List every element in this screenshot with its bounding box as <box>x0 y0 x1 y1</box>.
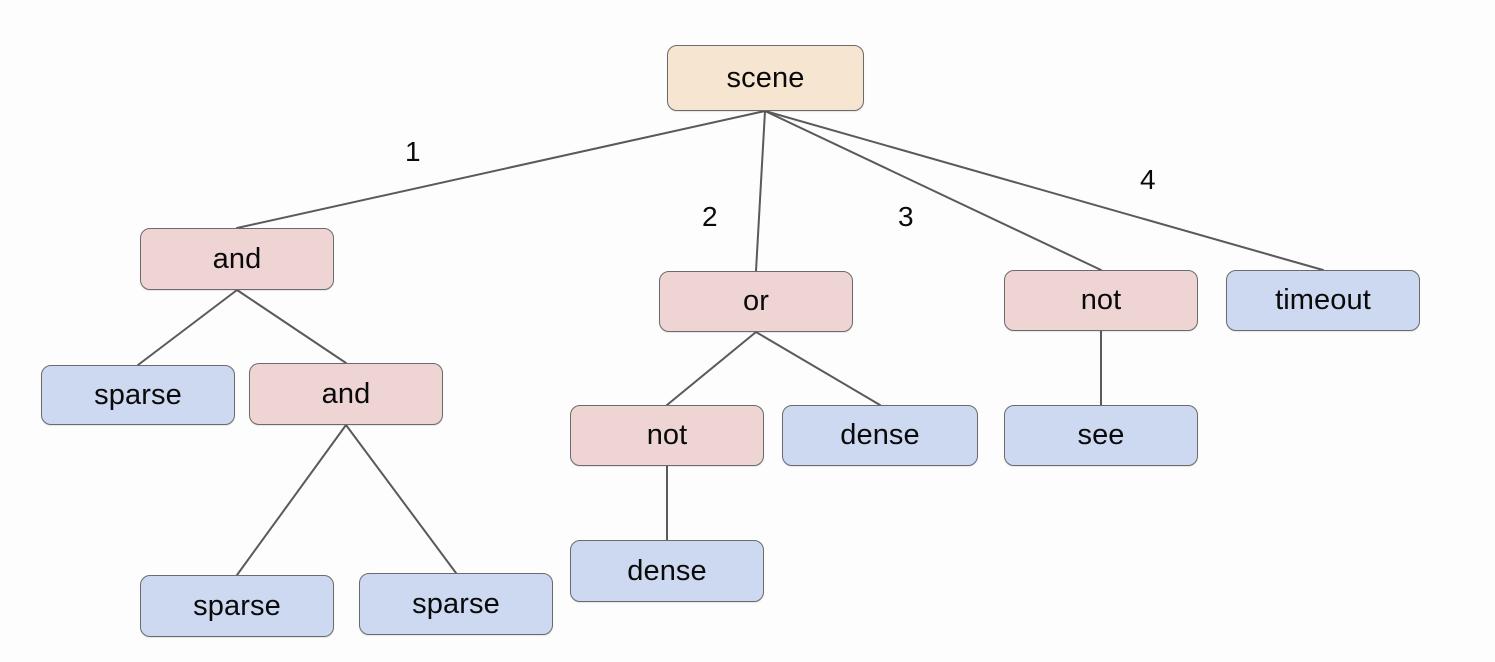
tree-edge-scene-to-not2 <box>764 110 1102 271</box>
tree-edge-and2-to-sparse2 <box>236 424 347 576</box>
tree-node-label: and <box>212 242 262 275</box>
tree-node-label: or <box>743 285 769 317</box>
tree-node-scene[interactable]: scene <box>667 45 864 111</box>
edge-label-3: 3 <box>898 201 914 232</box>
tree-node-label: not <box>1080 284 1122 316</box>
tree-node-label: see <box>1077 419 1125 451</box>
tree-node-or1[interactable]: or <box>659 271 853 332</box>
tree-edge-and1-to-sparse1 <box>137 289 238 366</box>
tree-node-sparse3[interactable]: sparse <box>359 573 553 635</box>
edge-label-2: 2 <box>702 201 718 232</box>
tree-node-and2[interactable]: and <box>249 363 443 425</box>
tree-node-sparse1[interactable]: sparse <box>41 365 235 425</box>
tree-node-see1[interactable]: see <box>1004 405 1198 466</box>
tree-node-not1[interactable]: not <box>570 405 764 466</box>
tree-node-sparse2[interactable]: sparse <box>140 575 334 637</box>
edge-label-4: 4 <box>1140 164 1156 195</box>
tree-node-label: sparse <box>94 378 182 411</box>
tree-node-dense2[interactable]: dense <box>570 540 764 602</box>
tree-node-not2[interactable]: not <box>1004 270 1198 331</box>
tree-node-and1[interactable]: and <box>140 228 334 290</box>
tree-node-label: not <box>646 419 688 451</box>
tree-node-dense1[interactable]: dense <box>782 405 978 466</box>
tree-edge-scene-to-timeout1 <box>764 110 1324 271</box>
tree-node-label: dense <box>840 419 920 451</box>
tree-edge-or1-to-not1 <box>666 331 757 406</box>
tree-edge-and1-to-and2 <box>236 289 347 364</box>
tree-edge-or1-to-dense1 <box>755 331 881 406</box>
tree-edge-and2-to-sparse3 <box>345 424 457 574</box>
tree-node-label: scene <box>726 61 805 94</box>
tree-node-label: sparse <box>412 587 500 620</box>
tree-node-label: dense <box>627 554 707 587</box>
tree-node-label: and <box>321 377 371 410</box>
tree-node-label: timeout <box>1275 284 1371 316</box>
tree-node-label: sparse <box>193 589 281 622</box>
tree-node-timeout1[interactable]: timeout <box>1226 270 1420 331</box>
tree-edge-scene-to-and1 <box>236 110 766 229</box>
tree-edge-scene-to-or1 <box>755 110 766 272</box>
edge-label-1: 1 <box>405 136 421 167</box>
